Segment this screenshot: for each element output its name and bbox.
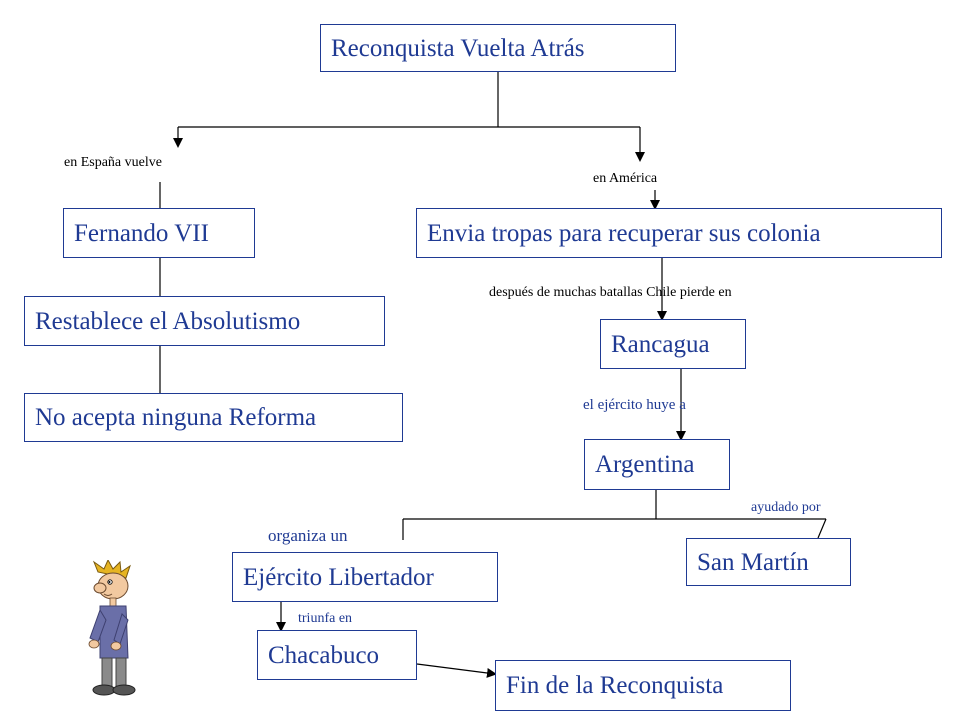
node-fernando-vii: Fernando VII: [63, 208, 255, 258]
label-despues-batallas: después de muchas batallas Chile pierde …: [489, 285, 732, 300]
cartoon-thinking-man-illustration: [88, 560, 136, 696]
node-restablece-absolutismo: Restablece el Absolutismo: [24, 296, 385, 346]
node-envia-tropas: Envia tropas para recuperar sus colonia: [416, 208, 942, 258]
label-triunfa-en: triunfa en: [298, 611, 353, 626]
node-no-acepta-reforma: No acepta ninguna Reforma: [24, 393, 403, 442]
node-reconquista: Reconquista Vuelta Atrás: [320, 24, 676, 72]
node-rancagua: Rancagua: [600, 319, 746, 369]
label-en-america: en América: [593, 171, 658, 186]
node-argentina: Argentina: [584, 439, 730, 490]
node-fin-reconquista: Fin de la Reconquista: [495, 660, 791, 711]
node-san-martin: San Martín: [686, 538, 851, 586]
label-ejercito-huye: el ejército huye a: [583, 397, 686, 413]
node-ejercito-libertador: Ejército Libertador: [232, 552, 498, 602]
node-chacabuco: Chacabuco: [257, 630, 417, 680]
label-en-espana-vuelve: en España vuelve: [64, 155, 162, 170]
label-organiza-un: organiza un: [268, 526, 348, 545]
label-ayudado-por: ayudado por: [751, 500, 821, 515]
